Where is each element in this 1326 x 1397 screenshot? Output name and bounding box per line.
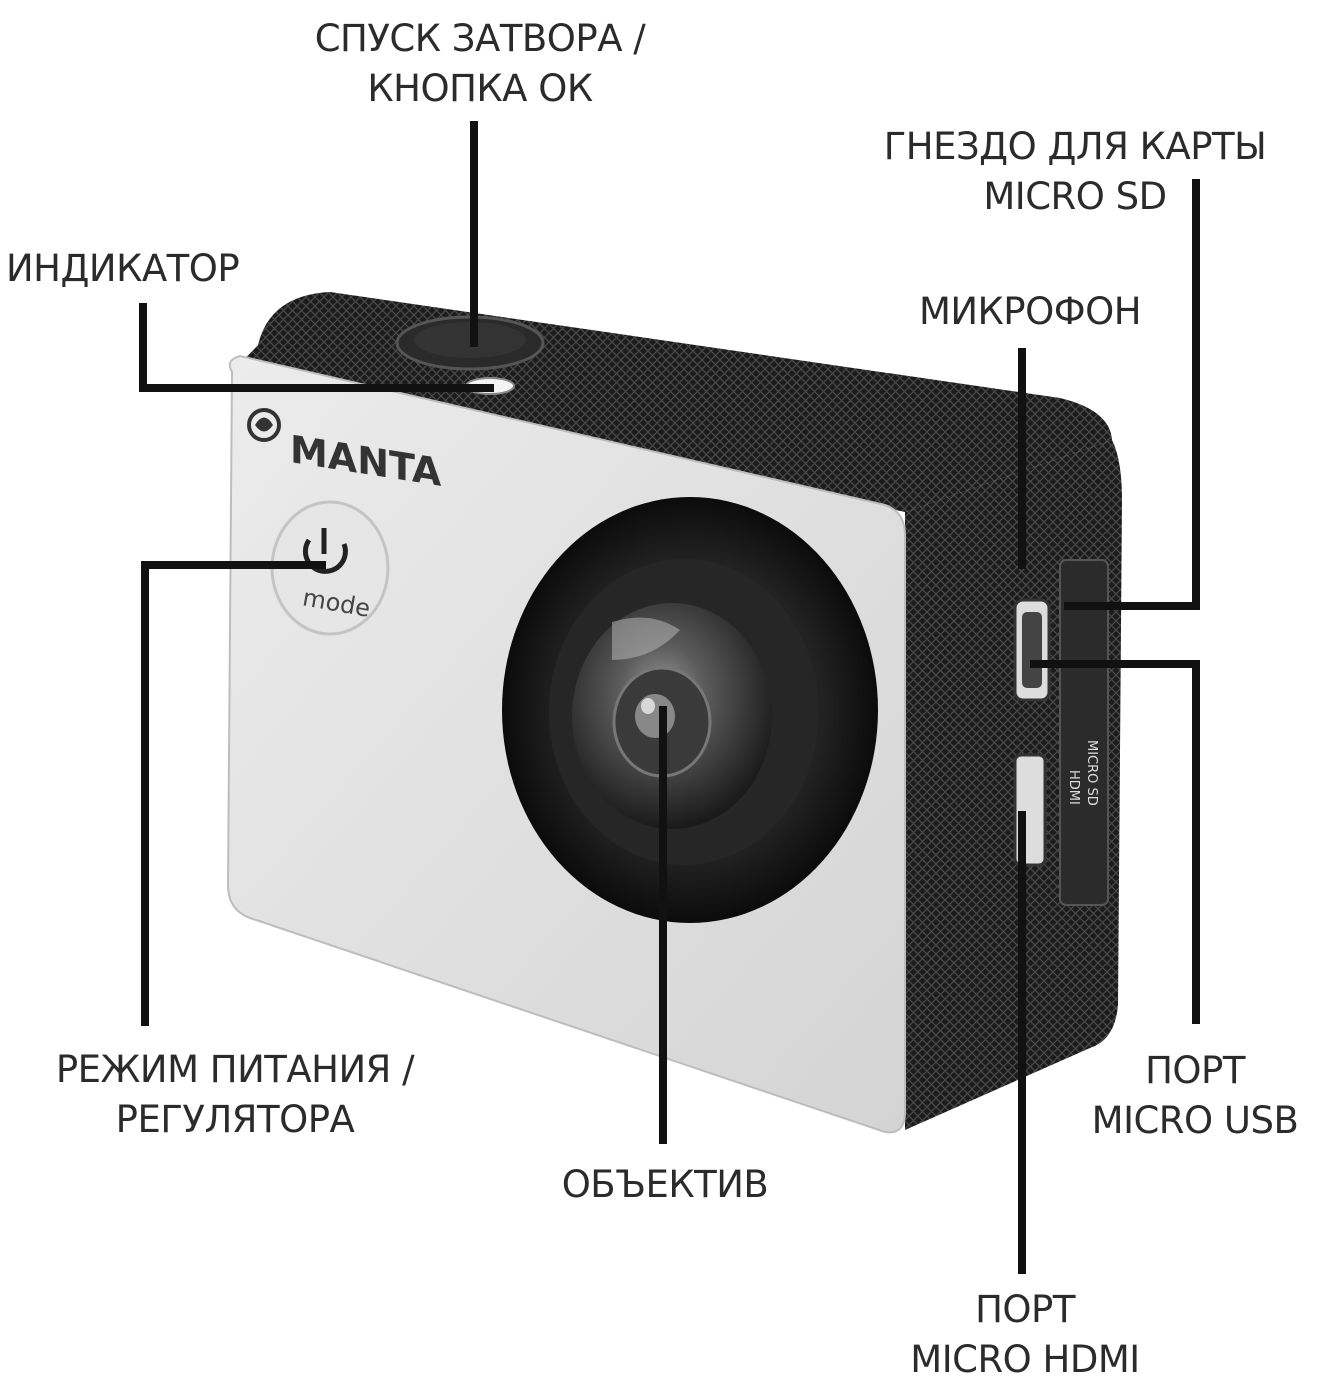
label-shutter-line1: СПУСК ЗАТВОРА / [314, 17, 646, 60]
leader-line-indicator [139, 303, 494, 392]
label-sd-slot-line2: MICRO SD [983, 175, 1167, 218]
label-shutter-line2: КНОПКА ОК [367, 67, 593, 110]
label-power-mode: РЕЖИМ ПИТАНИЯ / РЕГУЛЯТОРА [20, 1045, 450, 1145]
label-sd-slot: ГНЕЗДО ДЛЯ КАРТЫ MICRO SD [845, 122, 1305, 222]
port-label-hdmi: HDMI [1066, 770, 1081, 805]
port-label-sd: MICRO SD [1084, 740, 1099, 806]
label-hdmi: ПОРТ MICRO HDMI [880, 1285, 1170, 1385]
label-sd-slot-line1: ГНЕЗДО ДЛЯ КАРТЫ [883, 125, 1267, 168]
label-indicator: ИНДИКАТОР [6, 244, 286, 294]
label-indicator-line1: ИНДИКАТОР [6, 247, 240, 290]
label-hdmi-line1: ПОРТ [975, 1288, 1075, 1331]
label-microphone-line1: МИКРОФОН [918, 290, 1142, 333]
label-usb-line1: ПОРТ [1145, 1049, 1245, 1092]
label-usb-line2: MICRO USB [1091, 1099, 1299, 1142]
label-usb: ПОРТ MICRO USB [1070, 1046, 1320, 1146]
leader-line-power [141, 561, 326, 1026]
label-power-mode-line2: РЕГУЛЯТОРА [115, 1098, 355, 1141]
side-ports: HDMI MICRO SD [1013, 559, 1109, 906]
label-lens-line1: ОБЪЕКТИВ [561, 1163, 769, 1206]
label-lens: ОБЪЕКТИВ [520, 1160, 810, 1210]
label-power-mode-line1: РЕЖИМ ПИТАНИЯ / [55, 1048, 415, 1091]
power-mode-button: mode [270, 500, 390, 636]
label-hdmi-line2: MICRO HDMI [910, 1338, 1140, 1381]
leader-line-usb [1030, 660, 1200, 1024]
label-microphone: МИКРОФОН [880, 287, 1180, 337]
lens-assembly [502, 497, 878, 923]
leader-line-sd [1064, 179, 1200, 610]
label-shutter: СПУСК ЗАТВОРА / КНОПКА ОК [270, 14, 690, 114]
